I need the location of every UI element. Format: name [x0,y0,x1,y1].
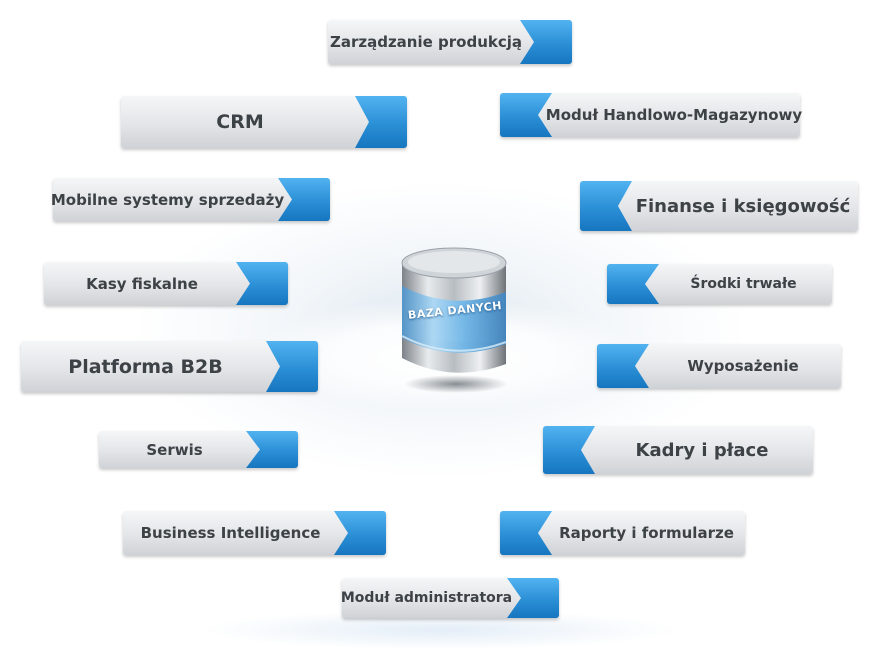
module-mobilne-systemy[interactable]: Mobilne systemy sprzedaży [50,178,330,221]
chevron-right-icon [246,431,298,468]
module-label: Mobilne systemy sprzedaży [50,190,285,209]
module-administratora[interactable]: Moduł administratora [340,578,559,618]
module-finanse[interactable]: Finanse i księgowość [580,181,858,231]
module-kasy-fiskalne[interactable]: Kasy fiskalne [44,262,288,305]
module-serwis[interactable]: Serwis [99,431,298,468]
module-raporty-i-formularze[interactable]: Raporty i formularze [500,511,745,555]
module-label: Finanse i księgowość [635,195,851,217]
module-crm[interactable]: CRM [121,96,407,148]
module-kadry-i-place[interactable]: Kadry i płace [543,426,813,474]
module-label: Moduł administratora [340,590,513,606]
database-icon: BAZA DANYCH [390,238,520,398]
module-handlowo-magazynowy[interactable]: Moduł Handlowo-Magazynowy [500,93,803,137]
module-zarzadzanie-produkcja[interactable]: Zarządzanie produkcją [328,20,572,64]
module-label: Środki trwałe [690,276,797,292]
module-label: Zarządzanie produkcją [329,33,523,51]
module-srodki-trwale[interactable]: Środki trwałe [607,264,832,304]
chevron-right-icon [266,341,318,392]
module-label: Kasy fiskalne [86,274,198,293]
module-label: Wyposażenie [687,357,799,375]
module-label: Platforma B2B [68,355,223,378]
module-label: Serwis [146,440,203,459]
module-label: CRM [216,111,264,133]
module-label: Moduł Handlowo-Magazynowy [545,106,803,124]
module-label: Kadry i płace [635,439,769,461]
module-platforma-b2b[interactable]: Platforma B2B [21,341,318,392]
module-business-intelligence[interactable]: Business Intelligence [123,511,386,555]
module-wyposazenie[interactable]: Wyposażenie [597,344,841,388]
chevron-right-icon [355,96,407,148]
module-label: Raporty i formularze [559,524,734,542]
module-label: Business Intelligence [140,524,321,542]
